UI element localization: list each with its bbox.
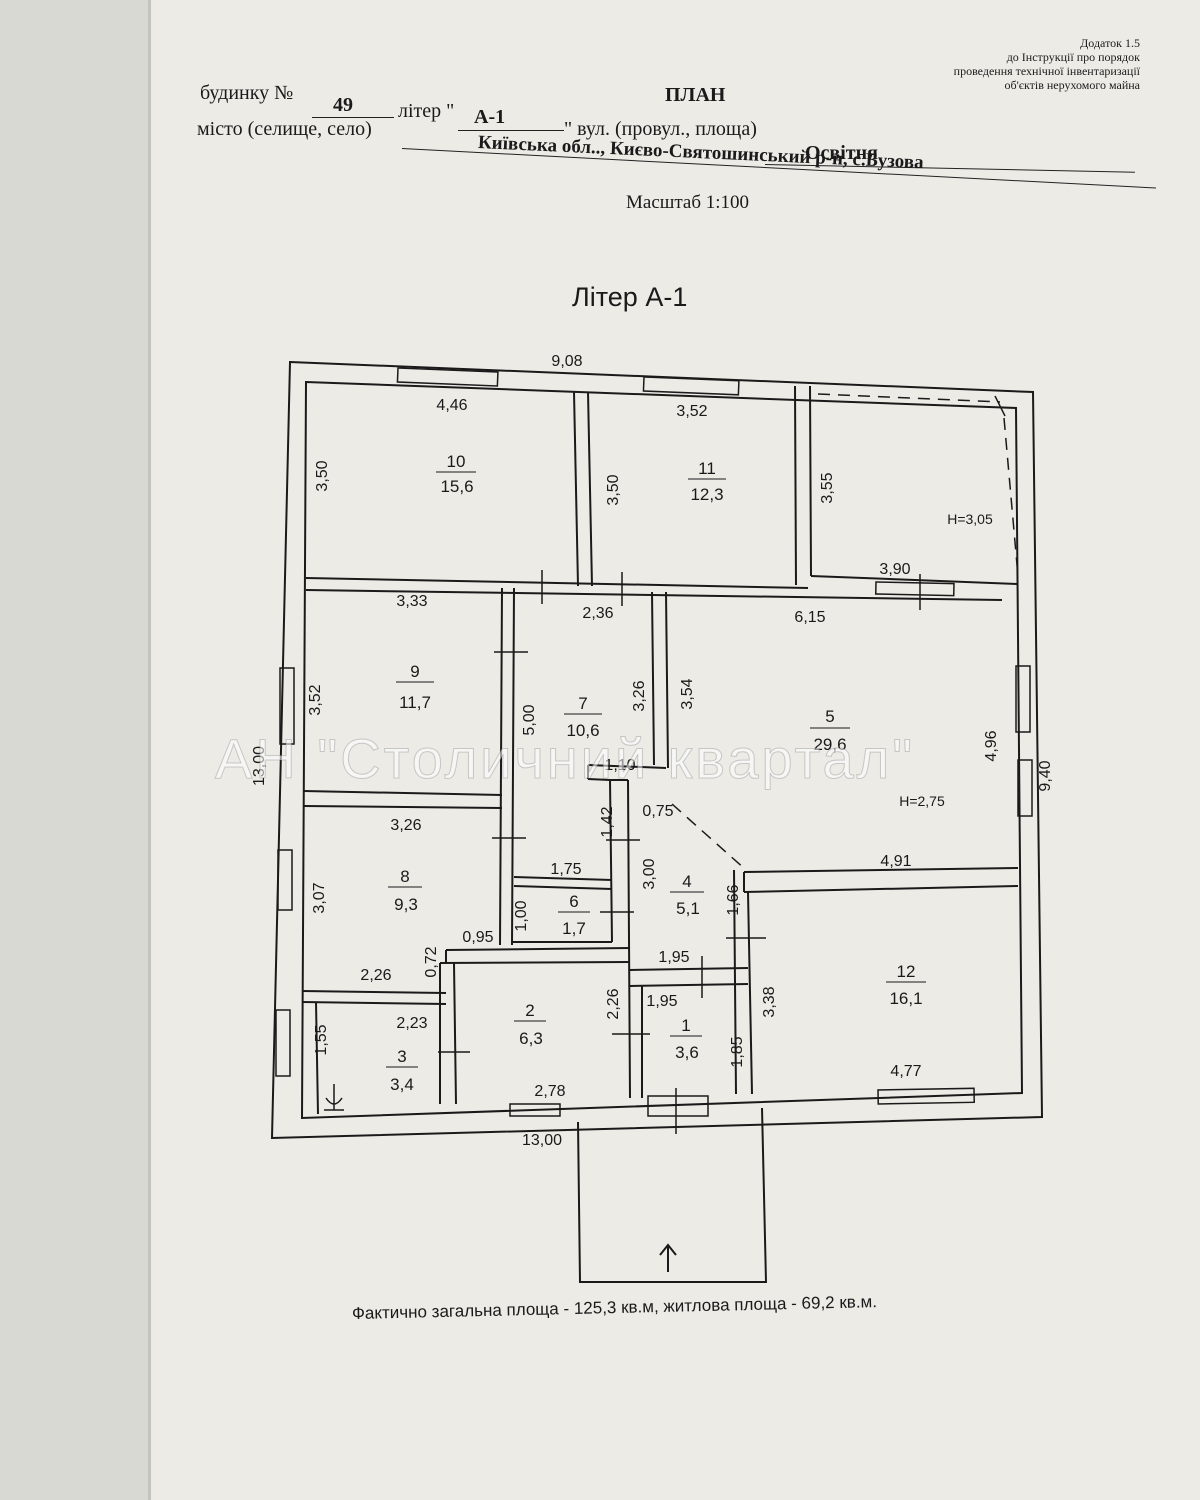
height-2-75: H=2,75 <box>899 793 945 809</box>
room-2-number: 2 <box>525 1001 534 1020</box>
room-11-area: 12,3 <box>690 485 723 504</box>
room-9-number: 9 <box>410 662 419 681</box>
dim-3-50-a: 3,50 <box>314 460 331 491</box>
plan-subtitle: Літер А-1 <box>572 282 688 312</box>
dim-2-26-h: 2,26 <box>360 967 391 984</box>
house-number: 49 <box>333 94 353 116</box>
room-10-number: 10 <box>447 452 466 471</box>
dim-1-55: 1,55 <box>313 1024 330 1055</box>
dim-4-46: 4,46 <box>436 397 467 414</box>
dim-3-50-b: 3,50 <box>605 474 622 505</box>
room-7-number: 7 <box>578 694 587 713</box>
room-6-number: 6 <box>569 892 578 911</box>
plan-title: ПЛАН <box>665 84 726 106</box>
dim-1-75: 1,75 <box>550 861 581 878</box>
inner-wall-line <box>300 380 1024 1120</box>
house-number-underline <box>312 117 394 118</box>
liter-label: літер " <box>398 100 455 122</box>
dim-3-54: 3,54 <box>679 678 696 709</box>
dim-13-00-v: 13,00 <box>251 746 268 786</box>
dim-5-00: 5,00 <box>521 704 538 735</box>
dim-0-72: 0,72 <box>423 946 440 977</box>
dim-1-66: 1,66 <box>725 884 742 915</box>
appendix-line-2: до Інструкції про порядок <box>1006 50 1140 64</box>
dim-4-91: 4,91 <box>880 853 911 870</box>
street-label: " вул. (провул., площа) <box>564 118 757 140</box>
room-8-area: 9,3 <box>394 895 418 914</box>
dim-9-08: 9,08 <box>551 353 582 370</box>
room-4-area: 5,1 <box>676 899 700 918</box>
dim-13-00-h: 13,00 <box>522 1132 562 1149</box>
scale-label: Масштаб 1:100 <box>626 192 750 213</box>
room-3-area: 3,4 <box>390 1075 414 1094</box>
room-4-number: 4 <box>682 872 691 891</box>
dim-2-23: 2,23 <box>396 1015 427 1032</box>
dim-2-26-v: 2,26 <box>605 988 622 1019</box>
room-5-area: 29,6 <box>813 735 846 754</box>
dim-2-78: 2,78 <box>534 1083 565 1100</box>
room-2-area: 6,3 <box>519 1029 543 1048</box>
street-value: Освітня <box>805 142 878 164</box>
height-3-05: H=3,05 <box>947 511 993 527</box>
dim-1-95-a: 1,95 <box>658 949 689 966</box>
dim-1-10: 1,10 <box>604 757 635 774</box>
appendix-line-4: об'єктів нерухомого майна <box>1004 78 1140 92</box>
dim-1-42: 1,42 <box>599 806 616 837</box>
liter-underline <box>458 130 564 131</box>
room-10-area: 15,6 <box>440 477 473 496</box>
dim-6-15: 6,15 <box>794 609 825 626</box>
dim-0-95: 0,95 <box>462 929 493 946</box>
appendix-block: Додаток 1.5 до Інструкції про порядок пр… <box>905 36 1140 92</box>
dim-2-36: 2,36 <box>582 605 613 622</box>
dim-3-00: 3,00 <box>641 858 658 889</box>
dim-1-95-b: 1,95 <box>646 993 677 1010</box>
room-3-number: 3 <box>397 1047 406 1066</box>
appendix-line-3: проведення технічної інвентаризації <box>953 64 1140 78</box>
city-label: місто (селище, село) <box>197 118 372 140</box>
page-edge <box>148 0 151 1500</box>
room-9-area: 11,7 <box>399 693 431 712</box>
dim-3-38: 3,38 <box>761 986 778 1017</box>
dim-3-33: 3,33 <box>396 593 427 610</box>
document-page <box>150 0 1200 1500</box>
sink-icon <box>324 1084 344 1111</box>
dim-3-26-h: 3,26 <box>390 817 421 834</box>
dim-3-07: 3,07 <box>311 882 328 913</box>
room-12-area: 16,1 <box>889 989 922 1008</box>
room-1-area: 3,6 <box>675 1043 699 1062</box>
dim-3-26-v: 3,26 <box>631 680 648 711</box>
room-11-number: 11 <box>698 459 716 478</box>
dim-0-75: 0,75 <box>642 803 673 820</box>
watermark: АН "Столичний квартал" <box>214 727 916 791</box>
dim-3-55: 3,55 <box>819 472 836 503</box>
room-6-area: 1,7 <box>562 919 586 938</box>
dim-3-52-top: 3,52 <box>676 403 707 420</box>
dim-4-96: 4,96 <box>983 730 1000 761</box>
room-1-number: 1 <box>681 1016 690 1035</box>
house-label: будинку № <box>200 82 294 104</box>
dim-1-00: 1,00 <box>513 900 530 931</box>
dim-9-40: 9,40 <box>1037 760 1054 791</box>
room-5-number: 5 <box>825 707 834 726</box>
dim-3-52-left: 3,52 <box>307 684 324 715</box>
dim-1-85: 1,85 <box>729 1036 746 1067</box>
appendix-line-1: Додаток 1.5 <box>1080 36 1140 50</box>
room-12-number: 12 <box>897 962 916 981</box>
room-7-area: 10,6 <box>566 721 599 740</box>
dim-3-90: 3,90 <box>879 561 910 578</box>
room-8-number: 8 <box>400 867 409 886</box>
dim-4-77: 4,77 <box>890 1063 921 1080</box>
liter-value: А-1 <box>474 106 506 128</box>
